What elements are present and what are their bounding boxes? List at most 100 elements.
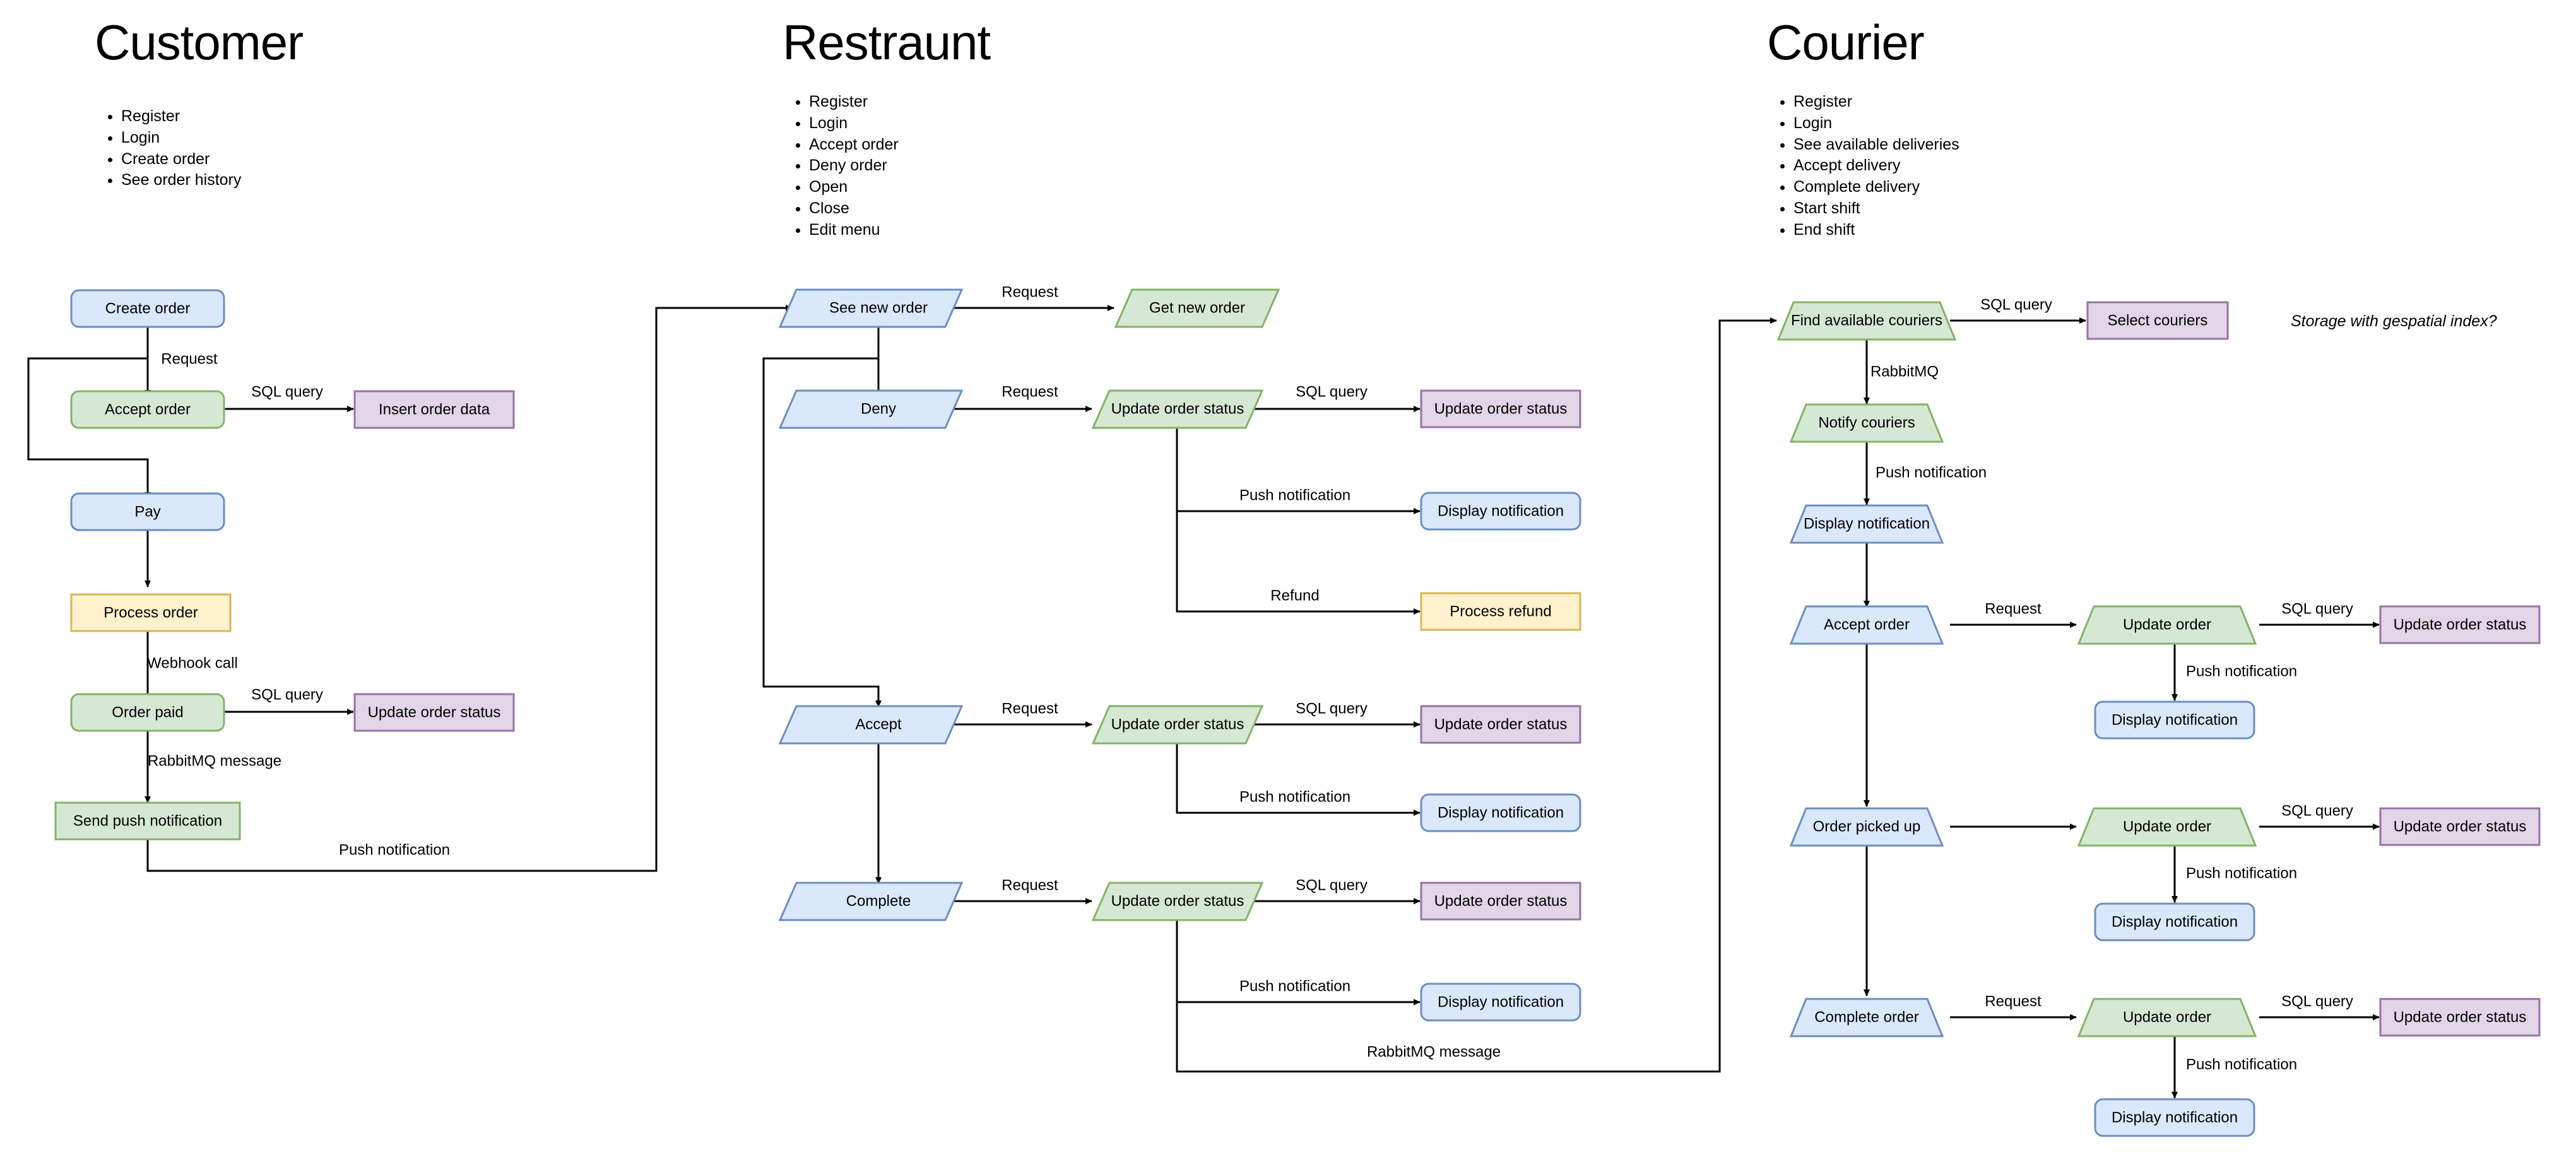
svg-text:Notify couriers: Notify couriers xyxy=(1818,414,1915,431)
capability-item: Accept order xyxy=(809,134,899,156)
courier-edges: SQL query RabbitMQ Push notification Req… xyxy=(1864,296,2380,1099)
svg-text:Complete order: Complete order xyxy=(1814,1008,1918,1025)
svg-text:Find available couriers: Find available couriers xyxy=(1791,312,1942,329)
node-order-picked-up[interactable]: Order picked up xyxy=(1789,807,1944,847)
svg-text:Display notification: Display notification xyxy=(1438,993,1564,1010)
svg-text:Create order: Create order xyxy=(105,300,191,317)
capability-item: Open xyxy=(809,177,899,198)
node-accept-db-update-order-status[interactable]: Update order status xyxy=(1420,705,1581,744)
edge-label-cour-accept-push: Push notification xyxy=(2186,663,2297,680)
column-title-courier: Courier xyxy=(1767,15,1925,70)
svg-text:Order paid: Order paid xyxy=(112,704,183,721)
capability-item: See available deliveries xyxy=(1793,134,1959,156)
edge-label-cust-sql-update: SQL query xyxy=(251,686,323,703)
node-courier-picked-update-order[interactable]: Update order xyxy=(2077,807,2257,847)
node-see-new-order[interactable]: See new order xyxy=(778,288,964,328)
svg-text:Update order status: Update order status xyxy=(368,704,501,721)
edge-label-cour-complete-request: Request xyxy=(1985,993,2041,1010)
svg-text:Update order status: Update order status xyxy=(1434,716,1568,733)
edge-label-rest-accept-sql: SQL query xyxy=(1296,700,1368,717)
capability-item: Deny order xyxy=(809,155,899,177)
node-courier-complete-db-update-order-status[interactable]: Update order status xyxy=(2379,998,2541,1037)
capability-item: Login xyxy=(809,113,899,134)
node-courier-complete-update-order[interactable]: Update order xyxy=(2077,998,2257,1037)
svg-text:Update order: Update order xyxy=(2123,818,2211,835)
node-courier-accept-update-order[interactable]: Update order xyxy=(2077,605,2257,645)
node-complete[interactable]: Complete xyxy=(778,882,964,921)
edge-label-cour-picked-push: Push notification xyxy=(2186,865,2297,882)
node-insert-order-data[interactable]: Insert order data xyxy=(353,390,515,429)
node-process-refund[interactable]: Process refund xyxy=(1420,592,1581,631)
node-accept-display-notification[interactable]: Display notification xyxy=(1420,793,1581,832)
capability-item: Close xyxy=(809,198,899,220)
edge-label-cour-complete-sql: SQL query xyxy=(2281,993,2353,1010)
node-update-order-status-customer[interactable]: Update order status xyxy=(353,693,515,732)
svg-text:Display notification: Display notification xyxy=(1438,502,1564,519)
annotation-geospatial-index: Storage with gespatial index? xyxy=(2291,312,2497,330)
capability-list-customer: RegisterLoginCreate orderSee order histo… xyxy=(95,106,241,191)
column-title-customer: Customer xyxy=(95,15,304,70)
node-get-new-order[interactable]: Get new order xyxy=(1114,288,1280,328)
edge-label-rest-deny-request: Request xyxy=(1001,383,1058,400)
node-accept[interactable]: Accept xyxy=(778,705,964,745)
svg-text:Display notification: Display notification xyxy=(2112,711,2238,728)
node-select-couriers[interactable]: Select couriers xyxy=(2086,301,2229,340)
capability-item: Start shift xyxy=(1793,198,1959,220)
svg-text:Select couriers: Select couriers xyxy=(2108,312,2208,329)
edge-label-cour-accept-sql: SQL query xyxy=(2281,600,2353,617)
node-courier-display-notification-top[interactable]: Display notification xyxy=(1789,504,1944,544)
edge-label-rest-request-get: Request xyxy=(1001,283,1058,300)
capability-item: Login xyxy=(1793,113,1959,134)
node-complete-display-notification[interactable]: Display notification xyxy=(1420,983,1581,1022)
node-courier-accept-order[interactable]: Accept order xyxy=(1789,605,1944,645)
svg-text:Accept: Accept xyxy=(855,716,902,733)
node-pay[interactable]: Pay xyxy=(70,492,225,531)
capability-item: Register xyxy=(809,92,899,113)
svg-text:Update order status: Update order status xyxy=(1434,892,1568,909)
node-deny-db-update-order-status[interactable]: Update order status xyxy=(1420,389,1581,428)
svg-text:Update order status: Update order status xyxy=(2394,1008,2527,1025)
svg-text:Accept order: Accept order xyxy=(105,401,191,418)
node-accept-order-customer[interactable]: Accept order xyxy=(70,390,225,429)
node-courier-complete-display-notification[interactable]: Display notification xyxy=(2094,1098,2255,1137)
node-accept-update-order-status[interactable]: Update order status xyxy=(1091,705,1264,745)
edge-label-cust-webhook: Webhook call xyxy=(147,654,238,671)
node-create-order[interactable]: Create order xyxy=(70,289,225,328)
node-deny-update-order-status[interactable]: Update order status xyxy=(1091,389,1264,429)
node-send-push-notification[interactable]: Send push notification xyxy=(54,801,241,841)
node-deny-display-notification[interactable]: Display notification xyxy=(1420,492,1581,531)
svg-text:Display notification: Display notification xyxy=(2112,913,2238,930)
node-deny[interactable]: Deny xyxy=(778,389,964,429)
node-courier-accept-db-update-order-status[interactable]: Update order status xyxy=(2379,605,2541,644)
node-courier-complete-order[interactable]: Complete order xyxy=(1789,998,1944,1037)
svg-text:Update order status: Update order status xyxy=(1111,400,1244,417)
capability-item: See order history xyxy=(121,170,241,191)
edge-label-rest-complete-request: Request xyxy=(1001,877,1058,894)
node-courier-picked-display-notification[interactable]: Display notification xyxy=(2094,902,2255,942)
edge-label-rest-deny-sql: SQL query xyxy=(1296,383,1368,400)
node-courier-accept-display-notification[interactable]: Display notification xyxy=(2094,700,2255,740)
node-complete-update-order-status[interactable]: Update order status xyxy=(1091,882,1264,921)
edge-label-rest-accept-push: Push notification xyxy=(1239,788,1350,805)
edge-label-cour-accept-request: Request xyxy=(1985,600,2041,617)
node-find-available-couriers[interactable]: Find available couriers xyxy=(1776,301,1957,341)
edge-label-rest-complete-sql: SQL query xyxy=(1296,877,1368,894)
node-order-paid[interactable]: Order paid xyxy=(70,693,225,732)
edge-label-cust-push-to-restaurant: Push notification xyxy=(339,841,450,858)
edge-label-cour-picked-sql: SQL query xyxy=(2281,802,2353,819)
capability-item: Create order xyxy=(121,149,241,170)
node-process-order[interactable]: Process order xyxy=(70,593,232,632)
svg-text:Display notification: Display notification xyxy=(1438,804,1564,821)
svg-text:Update order status: Update order status xyxy=(1111,716,1244,733)
edge-label-cour-rabbit: RabbitMQ xyxy=(1870,363,1939,380)
edge-label-rest-accept-request: Request xyxy=(1001,700,1058,717)
node-notify-couriers[interactable]: Notify couriers xyxy=(1789,403,1944,443)
restaurant-edges: Request Request SQL query Push notificat… xyxy=(762,283,1777,1073)
capability-list-courier: RegisterLoginSee available deliveriesAcc… xyxy=(1767,92,1959,240)
edge-label-rest-refund: Refund xyxy=(1270,587,1319,604)
node-complete-db-update-order-status[interactable]: Update order status xyxy=(1420,882,1581,921)
node-courier-picked-db-update-order-status[interactable]: Update order status xyxy=(2379,807,2541,846)
